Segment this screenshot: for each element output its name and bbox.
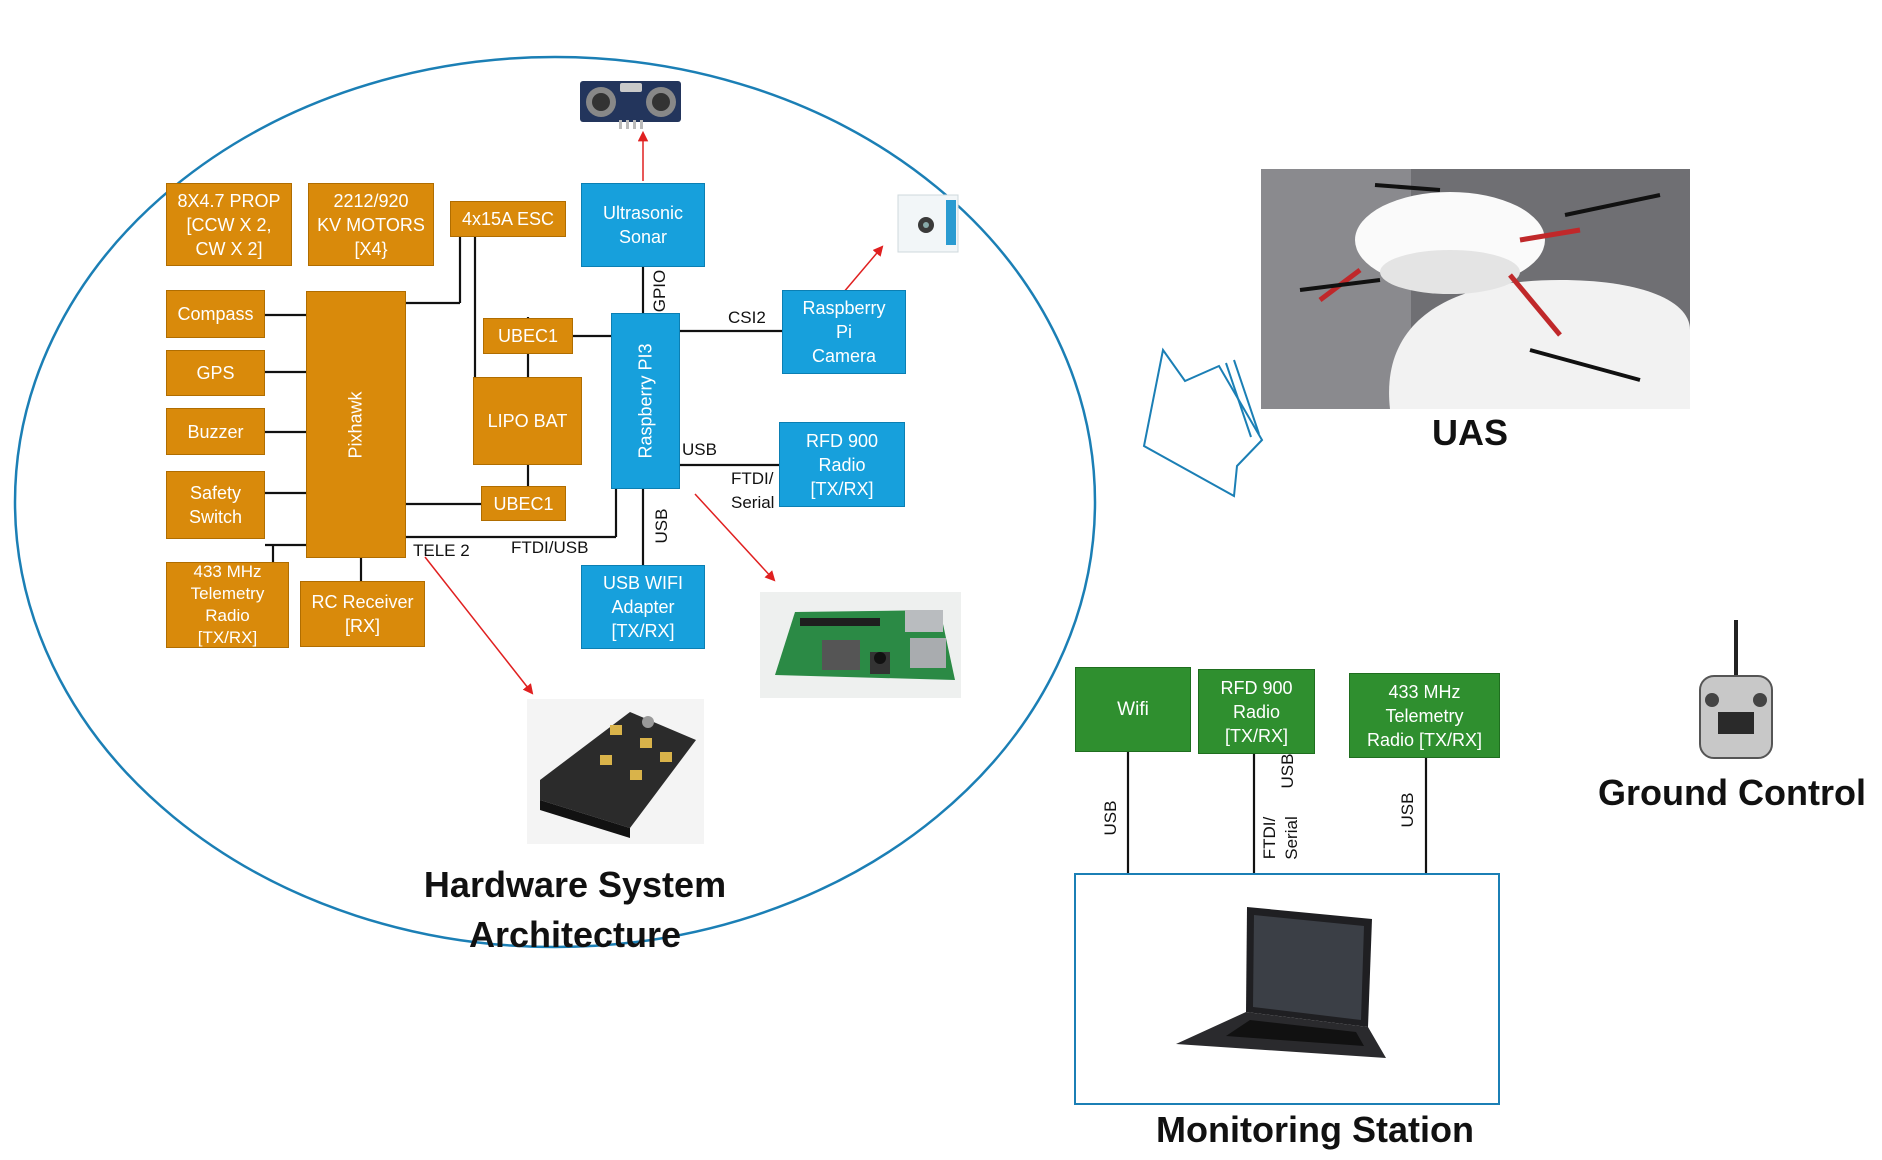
buzzer-box: Buzzer xyxy=(166,408,265,455)
gpio-link-label: GPIO xyxy=(650,269,669,313)
usb-pi-link-label: USB xyxy=(682,440,717,459)
ground-usb-tele-label: USB xyxy=(1398,792,1417,828)
rc-receiver-box: RC Receiver [RX] xyxy=(300,581,425,647)
compass-box: Compass xyxy=(166,290,265,338)
motors-box: 2212/920 KV MOTORS [X4} xyxy=(308,183,434,266)
pixhawk-controller-icon xyxy=(527,699,704,844)
ubec1-top-box: UBEC1 xyxy=(483,318,573,354)
esc-box: 4x15A ESC xyxy=(450,201,566,237)
raspberry-pi3-label: Raspberry PI3 xyxy=(635,343,656,459)
ground-usb-wifi-label: USB xyxy=(1101,800,1120,836)
pixhawk-box: Pixhawk xyxy=(306,291,406,558)
raspberry-pi3-box: Raspberry PI3 xyxy=(611,313,680,489)
tele2-link-label: TELE 2 xyxy=(413,541,470,560)
csi2-link-label: CSI2 xyxy=(728,308,766,327)
rc-transmitter-icon xyxy=(1699,620,1773,759)
monitoring-station-box xyxy=(1074,873,1500,1105)
lipo-battery-box: LIPO BAT xyxy=(473,377,582,465)
ground-rfd900-box: RFD 900 Radio [TX/RX] xyxy=(1198,669,1315,754)
ground-ftdi-serial-label: FTDI/ Serial xyxy=(1260,816,1301,860)
pixhawk-label: Pixhawk xyxy=(346,390,366,459)
uas-title: UAS xyxy=(1431,412,1508,453)
quadcopter-drone-icon xyxy=(1261,169,1690,409)
hollow-arrow-icon xyxy=(1142,347,1264,498)
ground-wifi-box: Wifi xyxy=(1075,667,1191,752)
safety-switch-box: Safety Switch xyxy=(166,471,265,539)
hardware-boundary-ellipse xyxy=(13,55,1097,949)
usb-wifi-adapter-box: USB WIFI Adapter [TX/RX] xyxy=(581,565,705,649)
camera-module-icon xyxy=(897,194,959,253)
ftdi-usb-link-label: FTDI/USB xyxy=(511,538,589,557)
photo-pointer-arrows xyxy=(424,130,884,695)
ultrasonic-sensor-icon xyxy=(580,81,681,129)
ftdi-serial-link-label: FTDI/ Serial xyxy=(731,469,775,512)
raspberry-pi-camera-box: Raspberry Pi Camera xyxy=(782,290,906,374)
ground-control-title: Ground Control xyxy=(1598,772,1866,813)
ground-telemetry-433-box: 433 MHz Telemetry Radio [TX/RX] xyxy=(1349,673,1500,758)
ultrasonic-sonar-box: Ultrasonic Sonar xyxy=(581,183,705,267)
usb-wifi-link-label: USB xyxy=(652,508,671,544)
telemetry-433-box: 433 MHz Telemetry Radio [TX/RX] xyxy=(166,562,289,648)
monitoring-station-title: Monitoring Station xyxy=(1156,1109,1474,1150)
ubec1-bottom-box: UBEC1 xyxy=(481,486,566,521)
gps-box: GPS xyxy=(166,350,265,396)
ground-usb-rfd-label: USB xyxy=(1278,753,1297,789)
hardware-architecture-title: Hardware System Architecture xyxy=(423,864,727,955)
laptop-icon xyxy=(1176,907,1386,1058)
propeller-box: 8X4.7 PROP [CCW X 2, CW X 2] xyxy=(166,183,292,266)
raspberry-pi-board-icon xyxy=(760,592,961,698)
rfd900-radio-box: RFD 900 Radio [TX/RX] xyxy=(779,422,905,507)
